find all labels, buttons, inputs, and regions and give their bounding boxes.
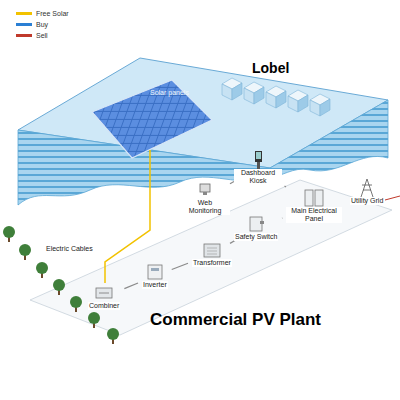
panel-icon <box>303 189 325 207</box>
legend-swatch <box>16 34 32 37</box>
part-label: Solar panels <box>150 88 189 97</box>
cable-connector <box>281 217 283 218</box>
pc-icon <box>194 181 216 199</box>
legend-text: Buy <box>36 21 48 28</box>
component-label: Utility Grid <box>350 197 384 205</box>
trees <box>3 226 119 344</box>
component-label: Transformer <box>192 259 232 267</box>
legend: Free SolarBuySell <box>16 8 69 41</box>
component-node: Web Monitoring <box>178 180 232 216</box>
combiner-icon <box>93 284 115 302</box>
right-wall <box>270 100 388 176</box>
legend-swatch <box>16 23 32 26</box>
component-label: Main Electrical Panel <box>286 207 342 223</box>
part-label: Electric Cables <box>46 244 93 253</box>
legend-text: Sell <box>36 32 48 39</box>
inverter-icon <box>144 263 166 281</box>
solar-panel <box>92 80 212 158</box>
component-node: Main Electrical Panel <box>284 188 344 224</box>
legend-text: Free Solar <box>36 10 69 17</box>
cable-connector <box>285 186 286 187</box>
component-node: Safety Switch <box>232 214 280 242</box>
component-node: Combiner <box>86 283 122 311</box>
transformer-icon <box>201 241 223 259</box>
component-label: Web Monitoring <box>180 199 230 215</box>
component-label: Inverter <box>142 281 168 289</box>
solar-cable <box>105 150 150 283</box>
diagram-title: Commercial PV Plant <box>150 310 321 330</box>
brand-label: Lobel <box>252 60 289 76</box>
legend-row: Free Solar <box>16 8 69 19</box>
kiosk-icon <box>247 151 269 169</box>
legend-row: Buy <box>16 19 69 30</box>
component-label: Dashboard Kiosk <box>234 169 282 185</box>
legend-row: Sell <box>16 30 69 41</box>
component-label: Safety Switch <box>234 233 278 241</box>
component-node: Utility Grid <box>348 178 386 206</box>
legend-swatch <box>16 12 32 15</box>
component-node: Transformer <box>190 240 234 268</box>
cable-connector <box>124 283 138 289</box>
hvac-units <box>222 78 330 116</box>
component-node: Inverter <box>140 262 170 290</box>
floor-slab <box>30 180 392 335</box>
component-node: Dashboard Kiosk <box>232 150 284 186</box>
cable-connector <box>172 263 188 269</box>
component-label: Combiner <box>88 302 120 310</box>
grid-wire-red <box>385 196 400 200</box>
tower-icon <box>356 179 378 197</box>
switch-icon <box>245 215 267 233</box>
